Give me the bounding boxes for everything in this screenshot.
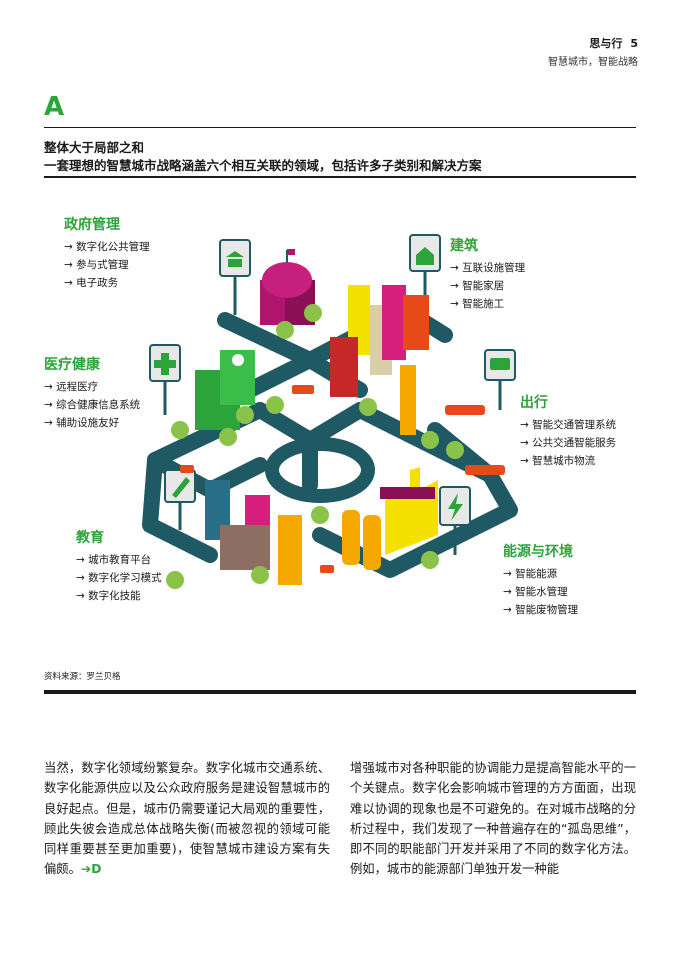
category-item: 电子政务 bbox=[64, 274, 150, 292]
category-item: 智能施工 bbox=[450, 295, 525, 313]
category-building: 建筑 互联设施管理 智能家居 智能施工 bbox=[450, 235, 525, 313]
category-item: 参与式管理 bbox=[64, 256, 150, 274]
category-item: 智能水管理 bbox=[503, 583, 578, 601]
category-item: 互联设施管理 bbox=[450, 259, 525, 277]
category-item: 智能废物管理 bbox=[503, 601, 578, 619]
category-item: 数字化学习模式 bbox=[76, 569, 162, 587]
category-item: 综合健康信息系统 bbox=[44, 396, 140, 414]
category-item: 公共交通智能服务 bbox=[520, 434, 616, 452]
category-title: 能源与环境 bbox=[503, 544, 573, 560]
category-item: 城市教育平台 bbox=[76, 551, 162, 569]
category-item: 智能交通管理系统 bbox=[520, 416, 616, 434]
category-title: 教育 bbox=[76, 530, 104, 546]
header-title: 思与行 bbox=[589, 37, 623, 50]
category-title: 建筑 bbox=[450, 238, 478, 254]
category-item: 数字化公共管理 bbox=[64, 238, 150, 256]
category-title: 政府管理 bbox=[64, 217, 120, 233]
page-number: 5 bbox=[630, 37, 638, 50]
divider-bottom bbox=[44, 690, 636, 694]
section-letter: A bbox=[44, 92, 65, 122]
category-item: 智能能源 bbox=[503, 565, 578, 583]
category-mobility: 出行 智能交通管理系统 公共交通智能服务 智慧城市物流 bbox=[520, 392, 616, 470]
bus-icon bbox=[484, 349, 516, 410]
category-item: 智慧城市物流 bbox=[520, 452, 616, 470]
running-header: 思与行 5 bbox=[589, 35, 638, 51]
category-item: 数字化技能 bbox=[76, 587, 162, 605]
category-government: 政府管理 数字化公共管理 参与式管理 电子政务 bbox=[64, 214, 150, 292]
category-health: 医疗健康 远程医疗 综合健康信息系统 辅助设施友好 bbox=[44, 354, 140, 432]
hospital-building bbox=[195, 350, 255, 430]
section-subtitle: 一套理想的智慧城市战略涵盖六个相互关联的领域，包括许多子类别和解决方案 bbox=[44, 158, 482, 173]
category-energy: 能源与环境 智能能源 智能水管理 智能废物管理 bbox=[503, 541, 578, 619]
school-building bbox=[205, 480, 302, 585]
body-column-right: 增强城市对各种职能的协调能力是提高智能水平的一个关键点。数字化会影响城市管理的方… bbox=[350, 758, 636, 880]
section-title: 整体大于局部之和 bbox=[44, 140, 145, 155]
divider-mid bbox=[44, 176, 636, 178]
body-text: 当然，数字化领域纷繁复杂。数字化城市交通系统、数字化能源供应以及公众政府服务是建… bbox=[44, 761, 330, 877]
body-text: 增强城市对各种职能的协调能力是提高智能水平的一个关键点。数字化会影响城市管理的方… bbox=[350, 761, 636, 877]
lightning-icon bbox=[439, 486, 471, 555]
smart-city-illustration bbox=[142, 234, 518, 589]
category-title: 出行 bbox=[520, 395, 548, 411]
body-column-left: 当然，数字化领域纷繁复杂。数字化城市交通系统、数字化能源供应以及公众政府服务是建… bbox=[44, 758, 330, 880]
category-title: 医疗健康 bbox=[44, 357, 100, 373]
category-item: 辅助设施友好 bbox=[44, 414, 140, 432]
header-subtitle: 智慧城市，智能战略 bbox=[548, 57, 638, 68]
category-item: 远程医疗 bbox=[44, 378, 140, 396]
institution-icon bbox=[219, 239, 251, 315]
category-item: 智能家居 bbox=[450, 277, 525, 295]
medical-cross-icon bbox=[149, 344, 181, 415]
category-education: 教育 城市教育平台 数字化学习模式 数字化技能 bbox=[76, 527, 162, 605]
source-note: 资料来源：罗兰贝格 bbox=[44, 672, 121, 682]
building-cluster bbox=[330, 285, 429, 435]
cross-reference-link[interactable]: ➔D bbox=[80, 862, 102, 877]
energy-plant bbox=[342, 467, 438, 570]
pencil-icon bbox=[164, 469, 196, 530]
divider-top bbox=[44, 127, 636, 128]
